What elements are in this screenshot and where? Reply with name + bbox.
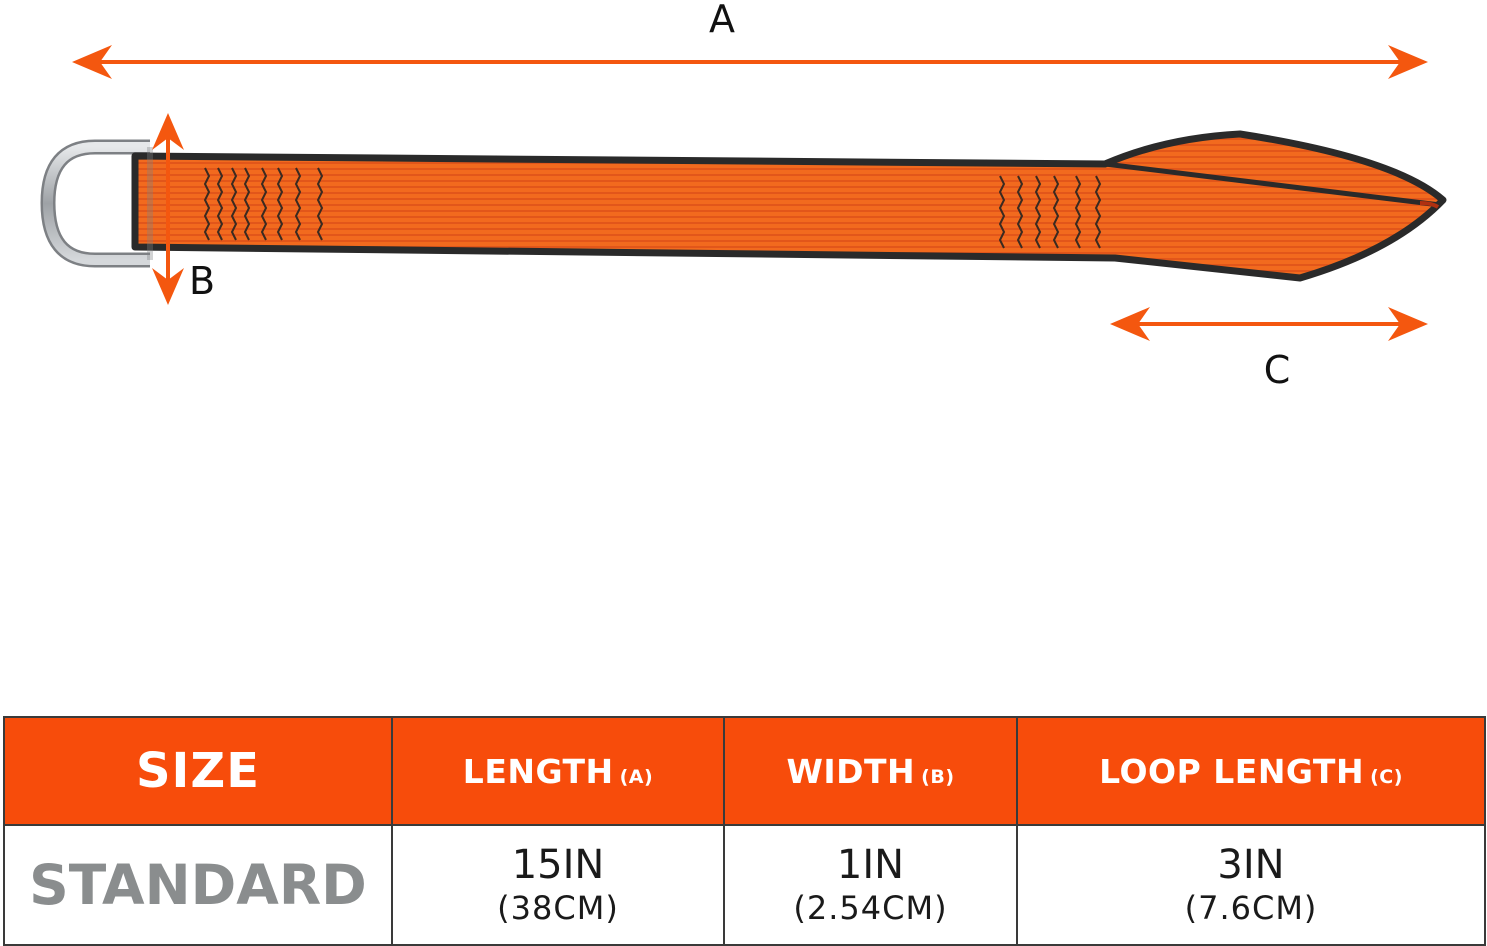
loop-inches: 3IN: [1217, 842, 1285, 888]
header-loop-label: LOOP LENGTH: [1099, 751, 1365, 791]
loop-centimeters: (7.6CM): [1184, 889, 1318, 927]
strap-webbing: [131, 130, 1447, 282]
header-length-label: LENGTH: [462, 751, 614, 791]
length-inches: 15IN: [511, 842, 605, 888]
product-dimension-diagram: A: [40, 0, 1447, 392]
stitching-left: [203, 167, 324, 241]
dimension-arrow-b: [152, 113, 184, 305]
header-loop-suffix: (C): [1370, 765, 1403, 788]
cell-loop-length: 3IN (7.6CM): [1016, 824, 1486, 946]
strap-illustration: [40, 130, 1447, 282]
table-header-row: SIZE LENGTH(A) WIDTH(B) LOOP LENGTH(C): [3, 716, 1486, 826]
dimension-label-a: A: [709, 0, 735, 41]
stitching-right: [998, 175, 1102, 249]
header-size: SIZE: [3, 716, 393, 826]
header-loop-length: LOOP LENGTH(C): [1016, 716, 1486, 826]
cell-length: 15IN (38CM): [391, 824, 725, 946]
header-width: WIDTH(B): [723, 716, 1018, 826]
table-row: STANDARD 15IN (38CM) 1IN (2.54CM) 3IN (7…: [3, 824, 1486, 946]
width-centimeters: (2.54CM): [793, 889, 948, 927]
dimension-label-b: B: [189, 259, 215, 303]
size-spec-table: SIZE LENGTH(A) WIDTH(B) LOOP LENGTH(C) S…: [3, 716, 1486, 946]
width-inches: 1IN: [836, 842, 905, 888]
header-width-suffix: (B): [921, 765, 955, 788]
header-length-suffix: (A): [619, 765, 654, 788]
dimension-label-c: C: [1264, 348, 1291, 392]
dimension-arrow-a: [72, 45, 1428, 79]
cell-width: 1IN (2.54CM): [723, 824, 1018, 946]
length-centimeters: (38CM): [497, 889, 619, 927]
header-width-label: WIDTH: [786, 751, 916, 791]
dimension-arrow-c: [1110, 307, 1428, 341]
row-label-standard: STANDARD: [3, 824, 393, 946]
header-length: LENGTH(A): [391, 716, 725, 826]
